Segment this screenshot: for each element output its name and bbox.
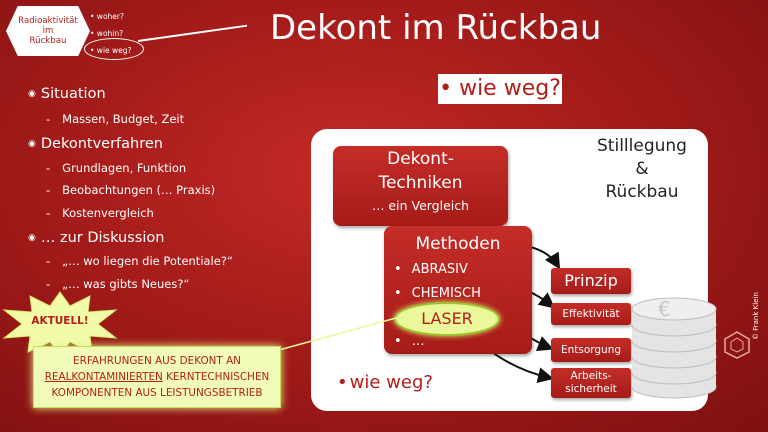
logo-line-3: Rückbau	[29, 36, 67, 46]
method-item: …	[394, 334, 425, 349]
sub-bullet: Massen, Budget, Zeit	[46, 112, 184, 126]
bullet-dekontverfahren: Dekontverfahren	[28, 136, 163, 152]
callout-underlined: REALKONTAMINIERTEN	[44, 371, 163, 383]
prinzip-box: Prinzip	[551, 268, 631, 294]
callout-line-1: ERFAHRUNGEN AUS DEKONT AN	[73, 355, 241, 367]
copyright-credit: © Frank Klein	[752, 292, 760, 340]
sub-bullet: Grundlagen, Funktion	[46, 161, 186, 175]
coin-stack-icon: €	[631, 297, 717, 399]
aktuell-label: AKTUELL!	[31, 315, 89, 327]
sub-bullet: „… was gibts Neues?“	[46, 277, 189, 291]
dekont-techniken-box: Dekont- Techniken … ein Vergleich	[333, 146, 508, 226]
callout-line-2-rest: KERNTECHNISCHEN	[162, 371, 270, 383]
wie-weg-label: • wie weg?	[438, 74, 562, 104]
stilllegung-line-2: &	[635, 159, 649, 179]
stilllegung-line-1: Stilllegung	[597, 136, 687, 156]
sub-bullet: „… wo liegen die Potentiale?“	[46, 254, 233, 268]
euro-symbol: €	[658, 297, 671, 321]
stilllegung-line-3: Rückbau	[605, 182, 679, 202]
logo-highlight-ellipse	[84, 38, 144, 60]
callout-line-3: KOMPONENTEN AUS LEISTUNGSBETRIEB	[51, 387, 263, 399]
dekont-subtitle: … ein Vergleich	[371, 198, 470, 213]
logo-hexagon[interactable]: Radioaktivität im Rückbau	[6, 6, 90, 56]
bullet-situation: Situation	[28, 86, 106, 102]
sub-bullet: Kostenvergleich	[46, 206, 154, 220]
effektivitaet-box: Effektivität	[551, 303, 631, 325]
arbeitssicherheit-box: Arbeits- sicherheit	[551, 368, 631, 398]
entsorgung-box: Entsorgung	[551, 338, 631, 362]
methoden-title: Methoden	[415, 234, 501, 254]
wie-weg-bottom-label: wie weg?	[337, 372, 433, 393]
logo-link-woher[interactable]: • woher?	[90, 12, 124, 21]
dekont-title-2: Techniken	[378, 173, 463, 193]
arbeitssicherheit-line-1: Arbeits-	[570, 370, 612, 382]
stilllegung-rueckbau-label: Stilllegung & Rückbau	[592, 135, 692, 204]
sub-bullet: Beobachtungen (… Praxis)	[46, 183, 215, 197]
callout-box: ERFAHRUNGEN AUS DEKONT AN REALKONTAMINIE…	[33, 346, 281, 408]
callout-line-2: REALKONTAMINIERTEN KERNTECHNISCHEN	[34, 369, 280, 385]
slide-title: Dekont im Rückbau	[270, 8, 602, 48]
author-logo-icon	[724, 331, 750, 359]
logo-line-2: im	[42, 26, 54, 36]
dekont-title-1: Dekont-	[387, 149, 454, 169]
logo-line-1: Radioaktivität	[18, 16, 78, 26]
logo-link-wohin[interactable]: • wohin?	[90, 29, 124, 38]
method-item: CHEMISCH	[394, 286, 481, 301]
bullet-diskussion: … zur Diskussion	[28, 230, 165, 246]
arbeitssicherheit-line-2: sicherheit	[565, 383, 617, 395]
method-item: ABRASIV	[394, 262, 468, 277]
